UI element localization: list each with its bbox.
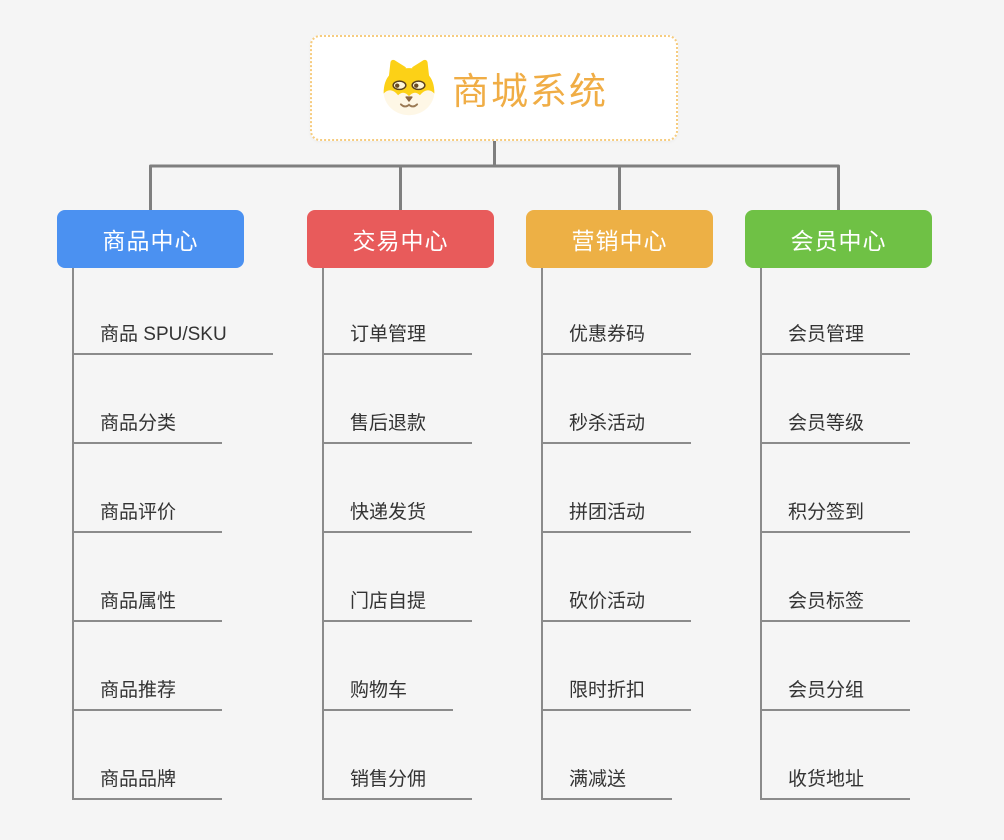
branch-topic[interactable]: 交易中心	[307, 210, 494, 268]
root-topic[interactable]: 商城系统	[310, 35, 678, 141]
branch-trunk-line	[322, 268, 324, 800]
branch-trunk-line	[541, 268, 543, 800]
branch-children-list: 会员管理会员等级积分签到会员标签会员分组收货地址	[760, 266, 911, 800]
branch-trunk-line	[72, 268, 74, 800]
child-topic[interactable]: 销售分佣	[322, 711, 473, 800]
child-topic[interactable]: 积分签到	[760, 444, 911, 533]
branch-topic[interactable]: 营销中心	[526, 210, 713, 268]
child-topic[interactable]: 购物车	[322, 622, 454, 711]
dog-face-icon	[383, 59, 435, 116]
root-topic-title: 商城系统	[452, 71, 608, 112]
child-topic[interactable]: 满减送	[541, 711, 673, 800]
child-topic[interactable]: 优惠券码	[541, 266, 692, 355]
child-topic[interactable]: 秒杀活动	[541, 355, 692, 444]
child-topic[interactable]: 商品品牌	[72, 711, 223, 800]
branch-children-list: 优惠券码秒杀活动拼团活动砍价活动限时折扣满减送	[541, 266, 692, 800]
child-topic[interactable]: 快递发货	[322, 444, 473, 533]
child-topic[interactable]: 会员标签	[760, 533, 911, 622]
branch-column-3: 会员中心 会员管理会员等级积分签到会员标签会员分组收货地址	[745, 210, 975, 810]
child-topic[interactable]: 会员等级	[760, 355, 911, 444]
child-topic[interactable]: 售后退款	[322, 355, 473, 444]
branch-topic[interactable]: 会员中心	[745, 210, 932, 268]
branch-column-2: 营销中心 优惠券码秒杀活动拼团活动砍价活动限时折扣满减送	[526, 210, 756, 810]
child-topic[interactable]: 砍价活动	[541, 533, 692, 622]
child-topic[interactable]: 商品属性	[72, 533, 223, 622]
child-topic[interactable]: 商品分类	[72, 355, 223, 444]
child-topic[interactable]: 会员分组	[760, 622, 911, 711]
child-topic[interactable]: 商品 SPU/SKU	[72, 266, 273, 355]
child-topic[interactable]: 收货地址	[760, 711, 911, 800]
branch-trunk-line	[760, 268, 762, 800]
child-topic[interactable]: 商品推荐	[72, 622, 223, 711]
child-topic[interactable]: 拼团活动	[541, 444, 692, 533]
branch-children-list: 订单管理售后退款快递发货门店自提购物车销售分佣	[322, 266, 473, 800]
child-topic[interactable]: 订单管理	[322, 266, 473, 355]
branch-topic[interactable]: 商品中心	[57, 210, 244, 268]
child-topic[interactable]: 商品评价	[72, 444, 223, 533]
child-topic[interactable]: 门店自提	[322, 533, 473, 622]
child-topic[interactable]: 限时折扣	[541, 622, 692, 711]
branch-column-1: 交易中心 订单管理售后退款快递发货门店自提购物车销售分佣	[307, 210, 537, 810]
child-topic[interactable]: 会员管理	[760, 266, 911, 355]
